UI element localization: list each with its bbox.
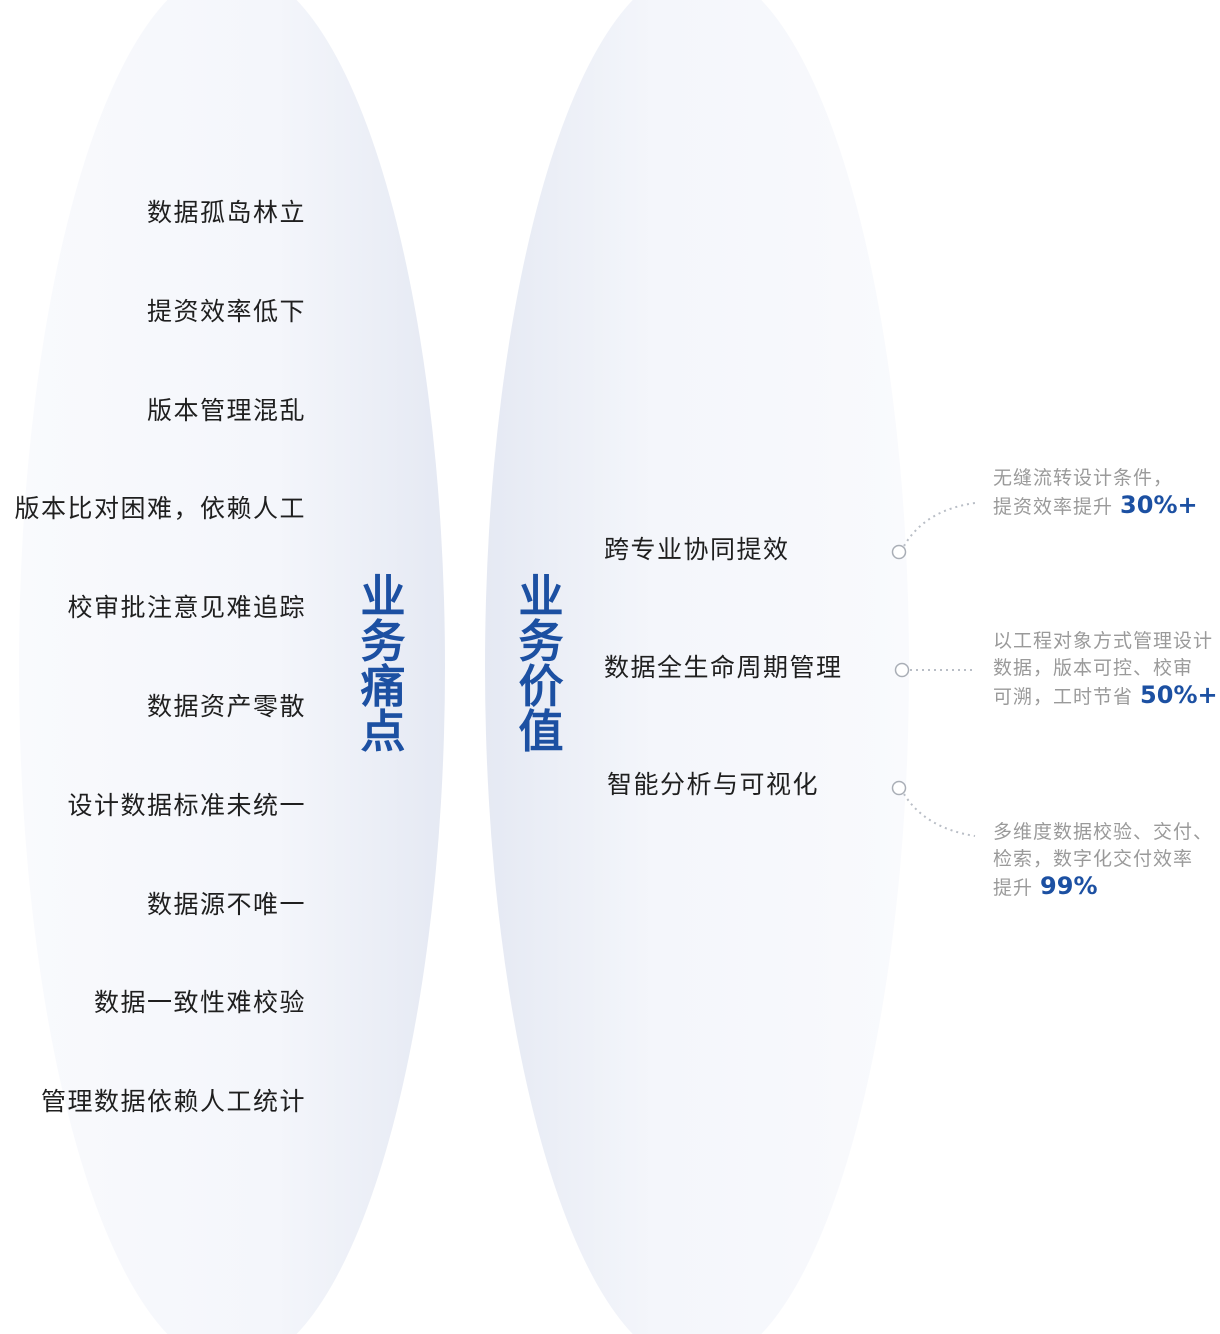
pain-point-item: 校审批注意见难追踪 <box>67 593 306 623</box>
value-item-lifecycle: 数据全生命周期管理 <box>604 653 843 682</box>
note-highlight: 99% <box>1040 872 1098 900</box>
connector-2 <box>894 662 972 678</box>
pain-point-item: 数据孤岛林立 <box>146 198 306 227</box>
note-text: 提资效率提升 <box>993 496 1121 518</box>
value-item-collaboration: 跨专业协同提效 <box>604 535 790 564</box>
note-text: 多维度数据校验、交付、检索，数字化交付效率 <box>993 821 1214 870</box>
pain-point-item: 数据资产零散 <box>146 691 306 721</box>
value-ellipse <box>485 0 909 1334</box>
pain-point-item: 提资效率低下 <box>146 296 306 326</box>
pain-point-item: 版本管理混乱 <box>146 395 306 425</box>
pain-point-item: 管理数据依赖人工统计 <box>40 1087 306 1117</box>
note-text: 提升 <box>993 877 1041 899</box>
pain-points-title: 业务痛点 <box>360 570 406 758</box>
connector-1 <box>891 502 976 560</box>
pain-point-list: 数据孤岛林立 提资效率低下 版本管理混乱 版本比对困难，依赖人工 校审批注意见难… <box>0 188 306 1176</box>
value-item-analytics: 智能分析与可视化 <box>607 770 820 799</box>
note-highlight: 30%+ <box>1120 491 1198 519</box>
pain-point-item: 版本比对困难，依赖人工 <box>14 494 306 524</box>
note-text: 以工程对象方式管理设计数据，版本可控、校审 <box>993 630 1214 679</box>
value-note-collaboration: 无缝流转设计条件， 提资效率提升 30%+ <box>993 465 1219 521</box>
pain-point-item: 数据源不唯一 <box>146 889 306 919</box>
note-text: 可溯，工时节省 <box>993 686 1141 708</box>
pain-point-item: 设计数据标准未统一 <box>67 790 306 820</box>
business-value-title: 业务价值 <box>518 570 564 758</box>
note-highlight: 50%+ <box>1140 681 1218 709</box>
value-note-analytics: 多维度数据校验、交付、检索，数字化交付效率 提升 99% <box>993 819 1219 902</box>
pain-point-item: 数据一致性难校验 <box>93 988 306 1018</box>
connector-3 <box>891 780 976 837</box>
note-text: 无缝流转设计条件， <box>993 467 1174 489</box>
pain-ellipse <box>19 0 445 1334</box>
value-note-lifecycle: 以工程对象方式管理设计数据，版本可控、校审 可溯，工时节省 50%+ <box>993 628 1219 711</box>
